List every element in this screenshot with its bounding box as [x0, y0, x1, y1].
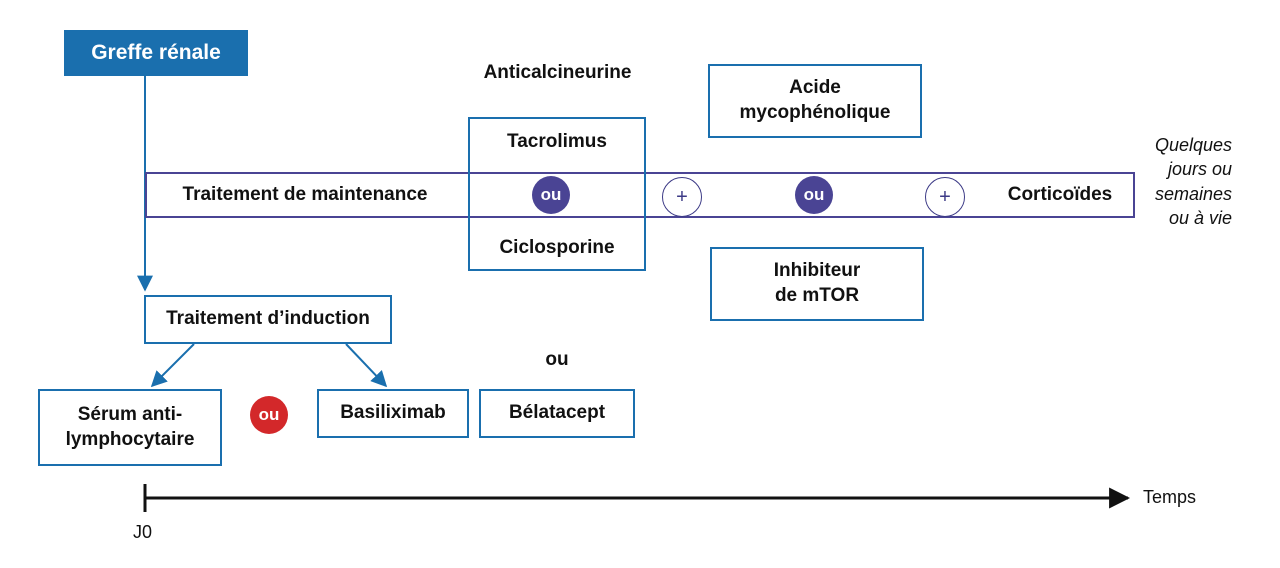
basiliximab-box: Basiliximab: [317, 389, 469, 438]
ou-label-belatacept: ou: [545, 349, 569, 370]
ou-badge-induction: ou: [250, 396, 288, 434]
tacrolimus-label: Tacrolimus: [507, 131, 607, 152]
axis-start-label: J0: [133, 522, 153, 542]
induction-branch-right: [345, 343, 388, 388]
axis-end-label: Temps: [1143, 487, 1197, 507]
plus-badge-1: +: [662, 177, 702, 217]
greffe-renale-header: Greffe rénale: [64, 30, 248, 76]
inhibiteur-mtor-box: Inhibiteur de mTOR: [710, 247, 924, 321]
belatacept-box: Bélatacept: [479, 389, 635, 438]
maintenance-band: [145, 172, 1135, 218]
ou-badge-antiproliferatif: ou: [795, 176, 833, 214]
duration-note: Quelques jours ou semaines ou à vie: [1154, 135, 1232, 228]
maintenance-label: Traitement de maintenance: [182, 184, 428, 205]
corticoides-label: Corticoïdes: [1007, 184, 1113, 205]
anticalcineurine-title: Anticalcineurine: [483, 62, 632, 83]
anticalcineurine-box: [468, 117, 646, 271]
induction-branch-left: [150, 343, 195, 388]
plus-badge-2: +: [925, 177, 965, 217]
acide-mycophenolique-box: Acide mycophénolique: [708, 64, 922, 138]
induction-box: Traitement d’induction: [144, 295, 392, 344]
serum-antilymphocytaire-box: Sérum anti- lymphocytaire: [38, 389, 222, 466]
ou-badge-anticalcineurine: ou: [532, 176, 570, 214]
ciclosporine-label: Ciclosporine: [499, 237, 615, 258]
